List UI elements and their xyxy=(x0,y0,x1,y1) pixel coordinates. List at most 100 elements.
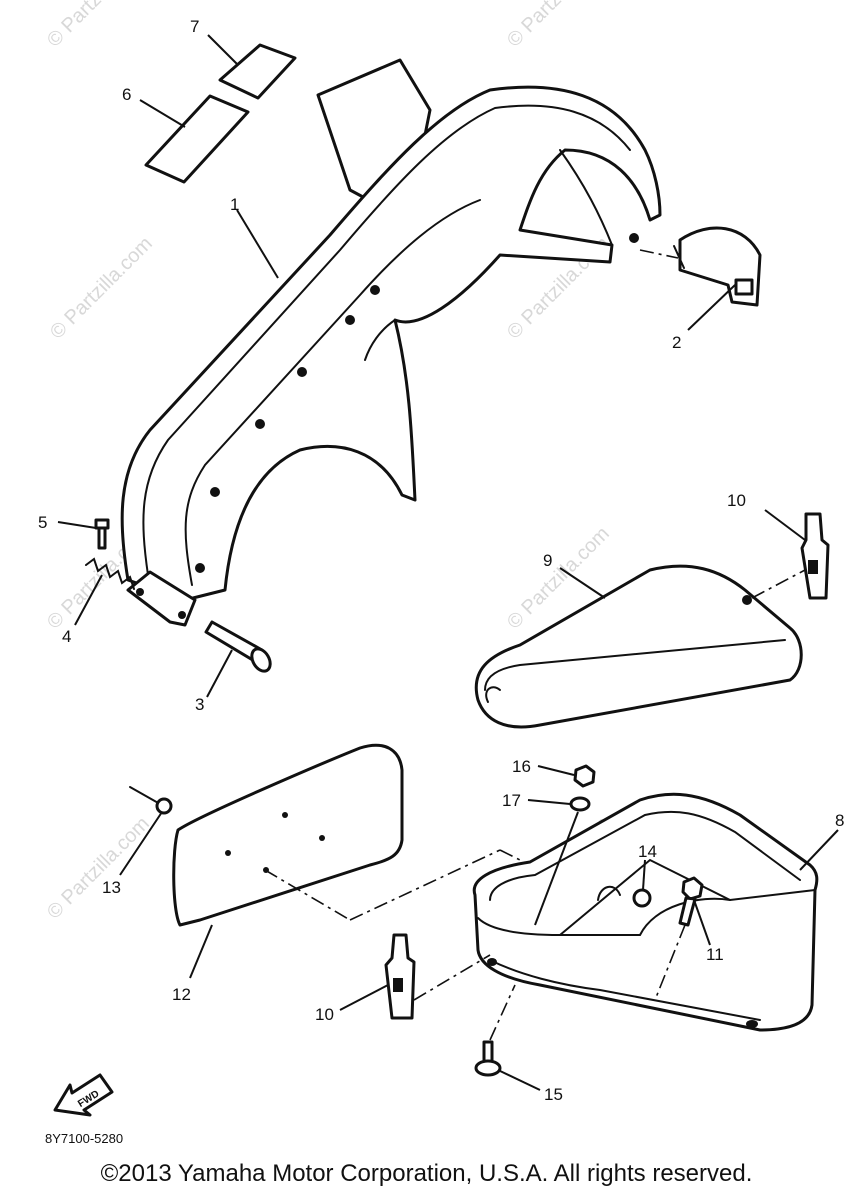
leader-line xyxy=(189,924,213,979)
callout-1: 1 xyxy=(230,195,239,214)
callout-8: 8 xyxy=(835,811,844,830)
callout-7: 7 xyxy=(190,17,199,36)
fender-bolt-hole xyxy=(629,233,639,243)
hinge-pin-hole xyxy=(136,588,144,596)
drawing-code: 8Y7100-5280 xyxy=(45,1131,123,1146)
callout-10: 10 xyxy=(727,491,746,510)
latch-part-2 xyxy=(673,226,762,307)
leader-line xyxy=(527,799,571,805)
assembly-line xyxy=(489,984,516,1041)
leader-line xyxy=(693,899,711,946)
decal-strip-7 xyxy=(218,43,297,100)
clip-body xyxy=(384,933,416,1020)
nut-part-16 xyxy=(573,764,596,788)
screw-part-5 xyxy=(94,518,110,550)
callout-16: 16 xyxy=(512,757,531,776)
box-hook xyxy=(597,885,621,901)
leader-line xyxy=(57,521,97,529)
screw-part-15 xyxy=(474,1040,502,1077)
leader-line xyxy=(119,811,163,876)
assembly-line xyxy=(413,954,491,1001)
seat-contour xyxy=(484,639,786,691)
watermark: © Partzilla.com xyxy=(43,813,154,924)
washer-part-17 xyxy=(569,796,591,812)
box-bottom-edge xyxy=(489,959,761,1021)
box-rim xyxy=(489,810,801,901)
fender-bolt-hole xyxy=(345,315,355,325)
latch-pin xyxy=(673,245,685,269)
leader-line xyxy=(559,567,606,599)
panel-hole xyxy=(225,850,231,856)
leader-line xyxy=(642,859,646,891)
seat-part-9 xyxy=(474,564,803,729)
fwd-arrow-icon: FWD xyxy=(53,1073,114,1117)
callout-14: 14 xyxy=(638,842,657,861)
box-inner-wall xyxy=(559,858,731,936)
watermark: © Partzilla.com xyxy=(43,0,154,52)
leader-lines xyxy=(57,34,839,1091)
callout-12: 12 xyxy=(172,985,191,1004)
grommet-part-14 xyxy=(632,888,652,908)
callout-5: 5 xyxy=(38,513,47,532)
screw-shank xyxy=(97,526,107,550)
pin-part-3 xyxy=(204,620,272,673)
leader-line xyxy=(534,811,579,926)
copyright-notice: ©2013 Yamaha Motor Corporation, U.S.A. A… xyxy=(100,1160,753,1187)
pin-head xyxy=(250,647,272,673)
fwd-arrow xyxy=(53,1073,114,1117)
callout-2: 2 xyxy=(672,333,681,352)
fender-rim-line xyxy=(142,104,631,576)
bolt-head xyxy=(681,876,704,901)
leader-line xyxy=(74,574,103,626)
callout-11: 11 xyxy=(706,945,724,964)
fender-part-1 xyxy=(120,58,662,627)
rivet-part-13 xyxy=(129,786,173,815)
callout-13: 13 xyxy=(102,878,121,897)
seat-body xyxy=(474,564,803,729)
leader-line xyxy=(687,284,736,331)
leader-line xyxy=(339,984,389,1011)
rivet-head xyxy=(155,797,173,815)
fender-bolt-hole xyxy=(195,563,205,573)
fender-rim-line xyxy=(184,199,481,586)
leader-line xyxy=(497,1069,541,1091)
panel-hole xyxy=(282,812,288,818)
leader-line xyxy=(799,829,839,871)
seat-mount xyxy=(742,595,752,605)
bolt-part-11 xyxy=(678,876,704,927)
leader-line xyxy=(139,99,186,128)
box-foot xyxy=(746,1020,758,1028)
assembly-line xyxy=(654,924,686,1001)
leader-line xyxy=(764,509,806,541)
leader-line xyxy=(236,209,279,279)
latch-slot xyxy=(734,278,754,296)
clip-part-10-upper xyxy=(800,512,830,600)
storage-box-part-8 xyxy=(472,792,819,1032)
fender-bolt-hole xyxy=(210,487,220,497)
clip-slot xyxy=(808,560,818,574)
side-panel-part-12 xyxy=(172,743,404,927)
bolt-shank xyxy=(678,896,697,927)
side-panel xyxy=(172,743,404,927)
fender-inner-contour xyxy=(364,319,396,361)
callout-15: 15 xyxy=(544,1085,563,1104)
box-rim xyxy=(477,889,816,936)
rivet-shank xyxy=(129,786,161,805)
watermark: © Partzilla.com xyxy=(503,0,614,52)
callout-9: 9 xyxy=(543,551,552,570)
callout-6: 6 xyxy=(122,85,131,104)
assembly-line xyxy=(751,569,806,599)
leader-line xyxy=(206,649,233,698)
callout-4: 4 xyxy=(62,627,71,646)
box-foot xyxy=(487,958,497,966)
hinge-pin-hole xyxy=(178,611,186,619)
assembly-line xyxy=(264,869,351,921)
leader-line xyxy=(537,765,575,776)
callout-labels: 1 2 3 4 5 6 7 8 9 10 10 11 12 13 14 15 1… xyxy=(38,17,844,1104)
decal-strip-6 xyxy=(144,94,250,184)
hinge-bracket xyxy=(126,570,197,627)
assembly-line xyxy=(639,249,679,259)
fender-bolt-hole xyxy=(297,367,307,377)
callout-10: 10 xyxy=(315,1005,334,1024)
